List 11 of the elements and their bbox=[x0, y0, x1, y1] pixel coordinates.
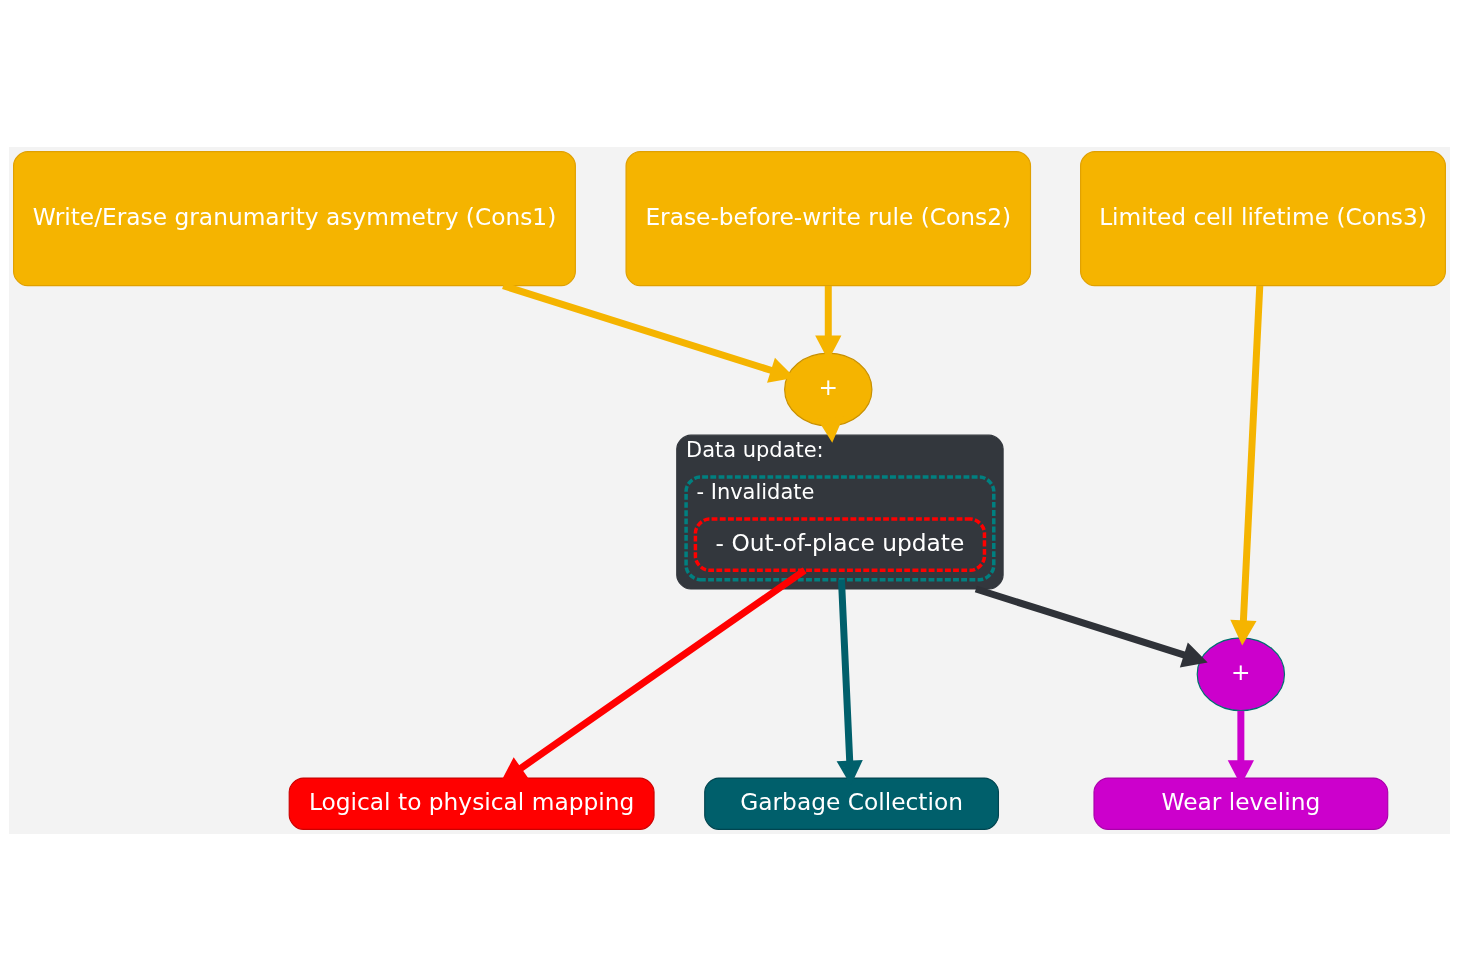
node-box: - Out-of-place update bbox=[693, 516, 987, 572]
node-box: Erase-before-write rule (Cons2) bbox=[625, 150, 1032, 286]
arrow bbox=[1230, 285, 1264, 645]
node-box: Limited cell lifetime (Cons3) bbox=[1080, 150, 1446, 286]
node-box: Logical to physical mapping bbox=[288, 776, 655, 830]
node-box: Garbage Collection bbox=[704, 776, 1000, 830]
node-ellipse: + bbox=[1196, 636, 1286, 711]
arrow bbox=[974, 585, 1208, 667]
node-box: Wear leveling bbox=[1093, 776, 1389, 830]
node-box: Write/Erase granumarity asymmetry (Cons1) bbox=[13, 150, 576, 286]
arrow bbox=[500, 567, 807, 782]
